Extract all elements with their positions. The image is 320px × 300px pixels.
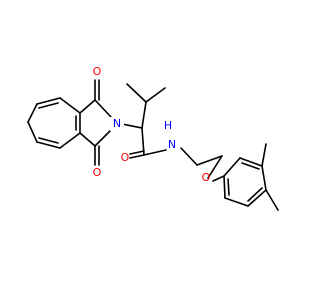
phthalimide-benzene-ring	[27, 97, 81, 149]
atom-nitrogen-amide: N	[168, 138, 176, 151]
bond	[265, 189, 279, 211]
atom-hydrogen-amide: H	[164, 119, 172, 132]
bond	[94, 99, 112, 118]
bond	[247, 189, 267, 207]
bond	[36, 97, 61, 105]
bond	[261, 165, 267, 191]
atom-labels: O N O O H N O	[93, 65, 211, 184]
bond	[94, 129, 112, 147]
dimethylphenyl-ring	[223, 143, 279, 211]
bond	[145, 87, 166, 103]
atom-oxygen-bottom: O	[93, 166, 102, 179]
bond	[223, 175, 226, 199]
atom-nitrogen-imide: N	[113, 117, 121, 130]
bond	[207, 155, 223, 179]
bond	[59, 132, 81, 149]
bond	[261, 143, 267, 167]
bond	[196, 155, 223, 166]
imide-ring	[79, 79, 112, 166]
bond	[121, 123, 143, 129]
bond	[223, 157, 241, 177]
bond	[212, 175, 225, 182]
bond	[247, 187, 263, 202]
bond	[59, 97, 81, 114]
bond	[227, 178, 230, 196]
atom-oxygen-ether: O	[202, 171, 211, 184]
bond	[36, 141, 61, 149]
bond	[241, 162, 260, 170]
molecule-canvas: O N O O H N O	[27, 65, 279, 211]
bond	[38, 137, 59, 144]
bond	[143, 149, 167, 156]
atom-bg	[110, 117, 124, 131]
bond	[239, 157, 263, 167]
bond	[27, 121, 38, 143]
bond	[79, 99, 96, 114]
bond	[180, 147, 198, 166]
side-chain	[121, 83, 225, 182]
molecule-structure: O N O O H N O	[27, 65, 279, 211]
bond	[129, 150, 145, 155]
bond	[126, 83, 147, 103]
bond	[38, 102, 59, 109]
atom-oxygen-amide: O	[121, 151, 130, 164]
bond	[129, 154, 145, 159]
bond	[224, 197, 249, 207]
bond	[141, 101, 147, 129]
atom-oxygen-top: O	[93, 65, 102, 78]
bond	[79, 132, 96, 147]
bond	[27, 103, 38, 123]
